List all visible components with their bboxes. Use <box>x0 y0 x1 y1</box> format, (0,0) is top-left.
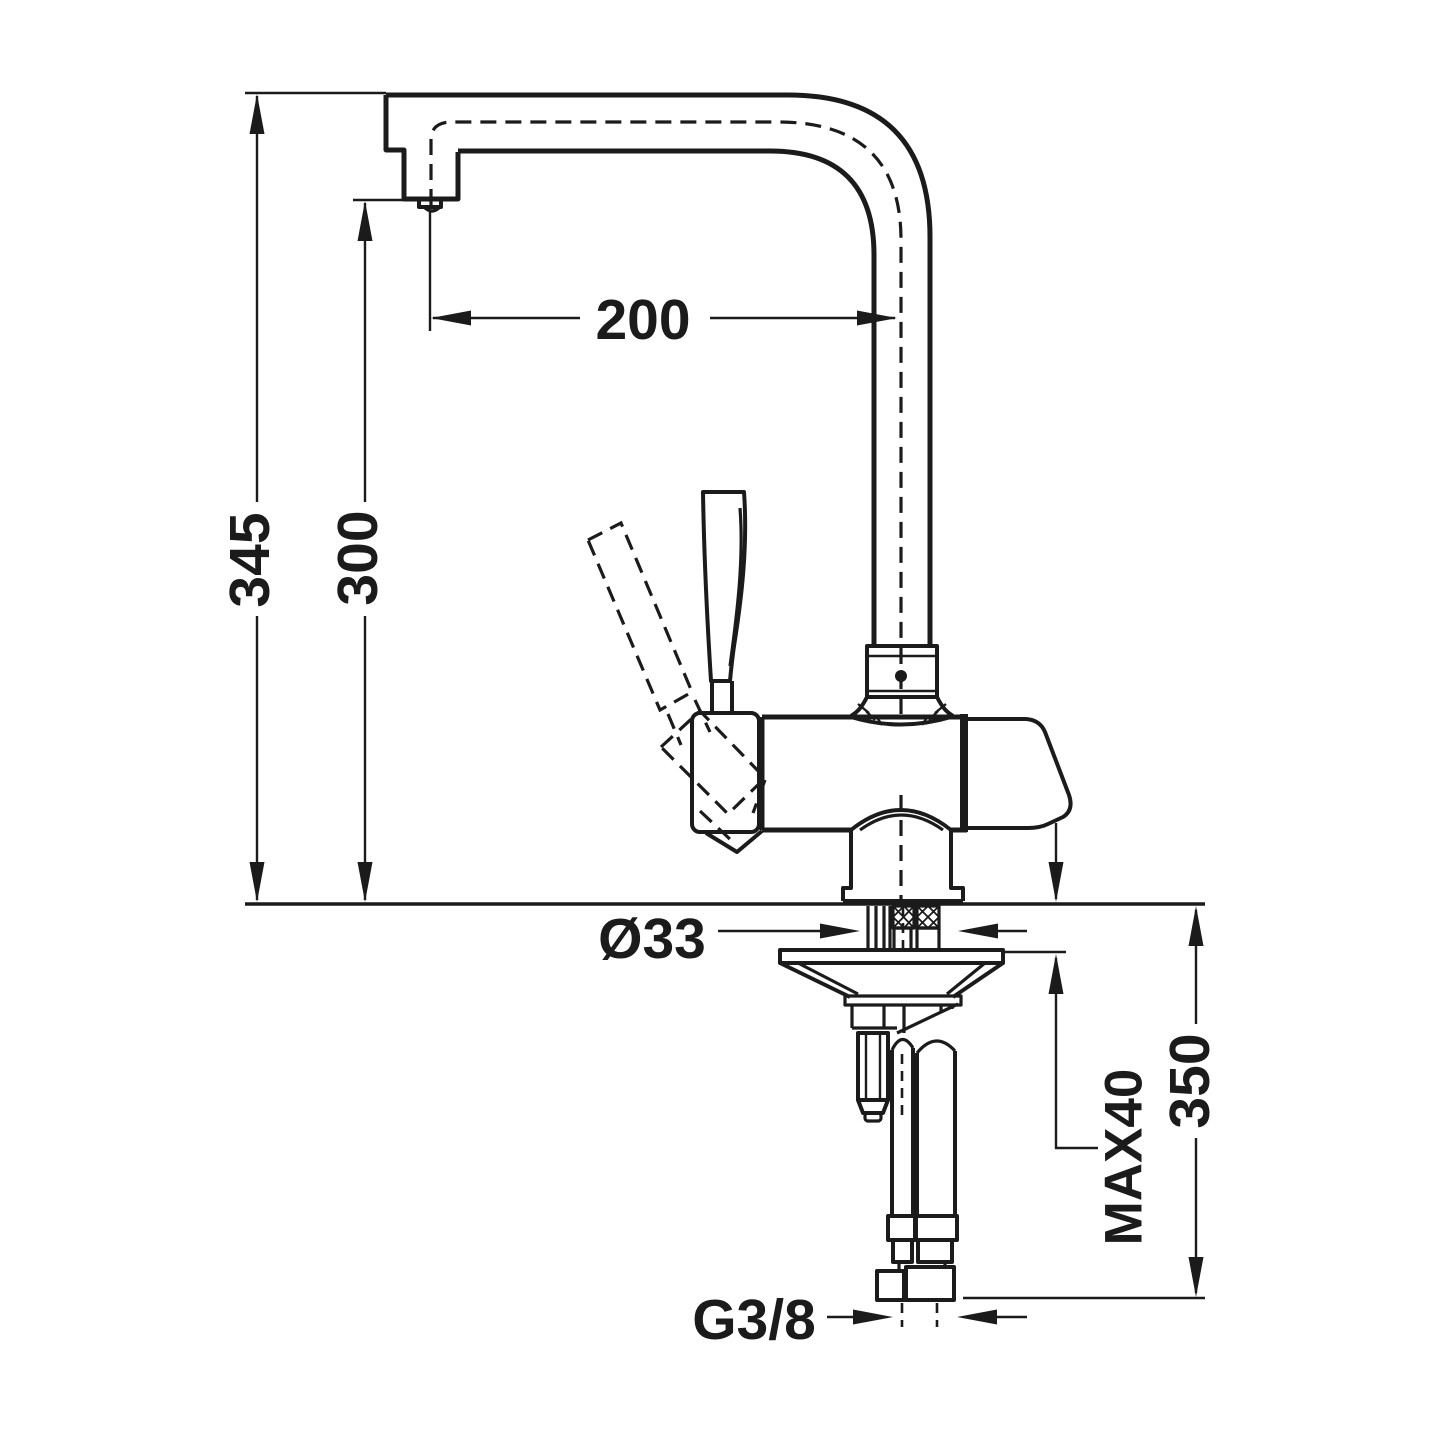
spout <box>383 92 933 646</box>
fitting-bell-arc <box>850 715 952 727</box>
arrow-up <box>249 94 265 134</box>
arrow-inward-left <box>853 1309 893 1325</box>
dim-shank-diameter-label: Ø33 <box>598 907 706 971</box>
fitting-bell-left <box>849 696 869 718</box>
dim-total-height-label: 345 <box>218 512 282 607</box>
dim-spout-height-label: 300 <box>326 510 390 605</box>
dim-connection-thread-label: G3/8 <box>692 1288 816 1352</box>
dim-max-thickness-label: MAX40 <box>1095 1069 1154 1246</box>
dim-below-depth-label: 350 <box>1158 1033 1222 1128</box>
arrow-inward-right <box>957 1309 997 1325</box>
spout-outlet-end <box>383 95 407 158</box>
threaded-shank <box>866 904 941 952</box>
g38-nut-right <box>904 1265 956 1302</box>
spout-inner-line <box>458 148 877 646</box>
g38-nut-left <box>875 1269 906 1302</box>
handle-blade-curve <box>728 507 743 667</box>
arrow-down <box>249 862 265 902</box>
body-end-cap <box>967 717 1073 830</box>
arrow-down <box>1048 862 1064 902</box>
shank-hatch-right <box>916 905 940 929</box>
hose-end-fittings <box>875 1214 959 1327</box>
fitting-bell-right <box>935 696 955 718</box>
base-dome-inner <box>859 813 944 832</box>
alt-handle-boss <box>658 708 768 817</box>
base-column-right <box>949 830 965 901</box>
mounting-flange-plate <box>778 948 1005 965</box>
dimension-total-height: 345 <box>218 91 386 902</box>
arrow-left <box>431 310 471 326</box>
spout-centerline-dashed <box>429 120 903 640</box>
dim-spout-reach-label: 200 <box>595 288 690 352</box>
alt-handle-boss-lower-b <box>751 779 767 814</box>
handle-boss-corner-visible <box>704 829 764 854</box>
alt-handle-blade <box>585 520 695 713</box>
riser-fitting <box>849 644 955 727</box>
arrow-inward-left <box>820 923 860 939</box>
handle-blade <box>701 490 748 683</box>
handle-dashed-alt-position <box>585 520 768 845</box>
aerator-nozzle-tip <box>422 205 442 213</box>
arrow-up <box>1188 906 1204 946</box>
mounting-stud <box>856 1031 890 1123</box>
faucet-outline <box>245 92 1205 1327</box>
arrow-down <box>1188 1257 1204 1297</box>
arrow-down <box>357 862 373 902</box>
dimension-below-counter-depth: 350 <box>963 906 1222 1300</box>
alt-handle-boss-lower-a <box>698 809 736 845</box>
aerator-nozzle <box>417 199 443 209</box>
spout-outer-line <box>386 92 933 646</box>
under-counter-assembly <box>778 904 1005 1327</box>
alt-handle-stem-a <box>666 713 683 746</box>
handle-solid <box>690 490 764 854</box>
mounting-bracket <box>779 961 1005 1035</box>
dimension-spout-reach: 200 <box>428 212 897 352</box>
arrow-up <box>357 201 373 241</box>
arrow-right <box>857 310 897 326</box>
supply-hoses <box>890 1037 957 1216</box>
arrow-inward-right <box>958 923 998 939</box>
dimension-max-counter-thickness: MAX40 <box>1002 823 1154 1245</box>
base-column-left <box>841 830 853 901</box>
alt-handle-stem-b <box>693 699 712 733</box>
dimension-connection-thread: G3/8 <box>692 1288 1027 1352</box>
mixer-body <box>759 714 1073 903</box>
dimension-spout-outlet-height: 300 <box>326 198 407 902</box>
dimension-shank-diameter: Ø33 <box>598 907 1027 971</box>
